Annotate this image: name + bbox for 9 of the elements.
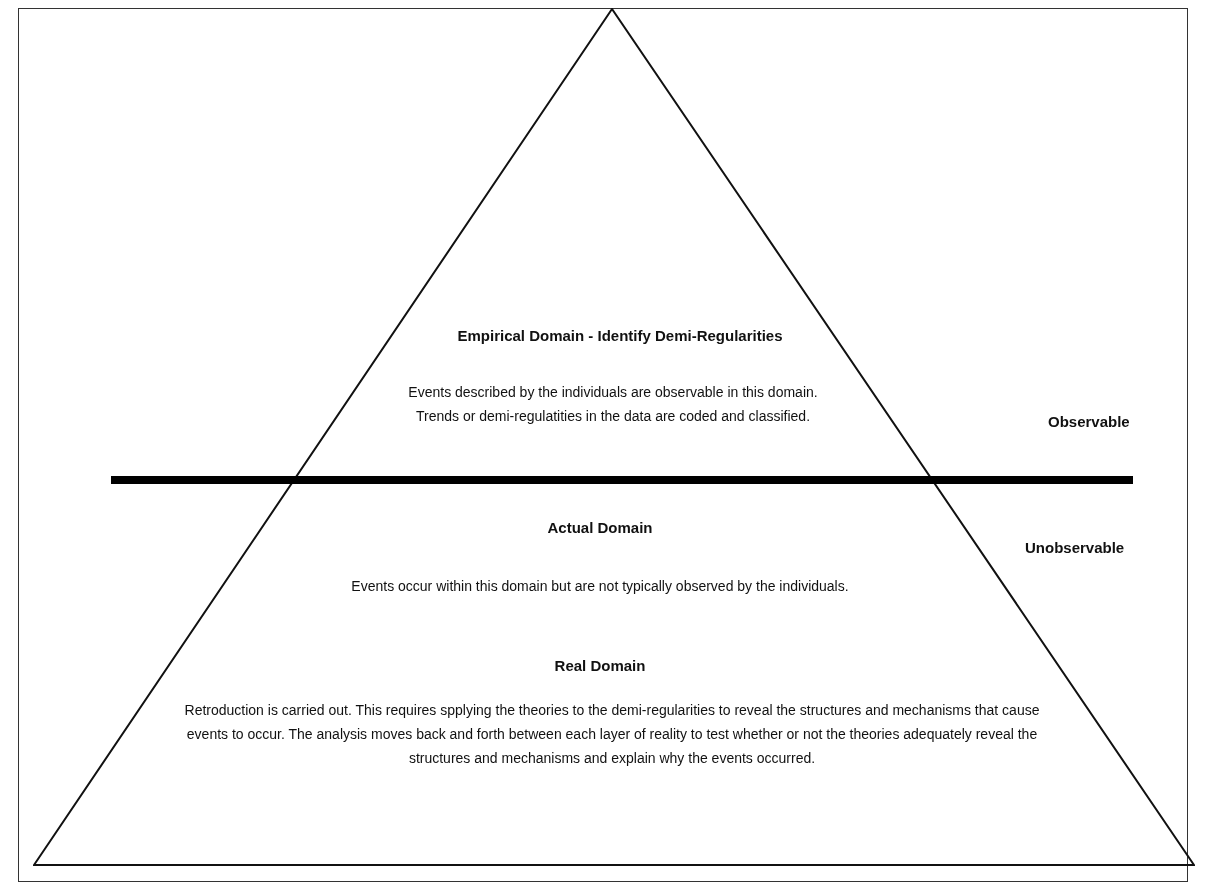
layer-label: Observable — [1048, 413, 1130, 430]
domain-heading: Empirical Domain - Identify Demi-Regularities — [456, 326, 784, 346]
domain-heading: Actual Domain — [546, 518, 654, 538]
domain-heading: Real Domain — [553, 656, 647, 676]
domain-description: Events occur within this domain but are not typically observed by the individuals. — [350, 577, 850, 596]
layer-label: Unobservable — [1025, 539, 1125, 556]
pyramid-triangle — [33, 8, 1195, 866]
domain-description: Retroduction is carried out. This requires spplying the theories to the demi-regularities to reveal the structures and mechanisms that cause events to occur. The analysis moves back and forth between each layer of reality to test whether or not the theories adequately reveal the structures and mechanisms and explain why the events occurred. — [183, 701, 1041, 768]
domain-description: Events described by the individuals are observable in this domain. Trends or demi-regulatities in the data are coded and classified. — [407, 383, 819, 426]
